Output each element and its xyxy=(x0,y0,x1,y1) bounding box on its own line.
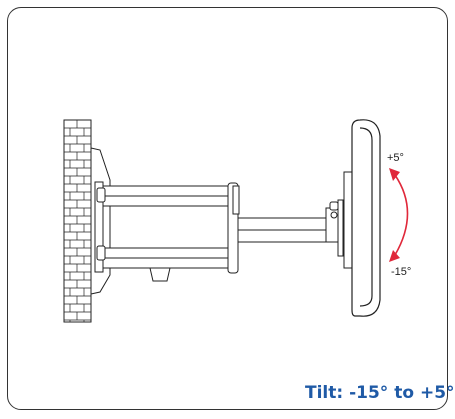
brick-wall-icon xyxy=(63,119,92,323)
tilt-up-label: +5° xyxy=(387,152,404,164)
tilt-bracket xyxy=(325,171,353,269)
articulating-arms xyxy=(96,182,240,282)
tv-screen xyxy=(351,119,381,317)
tilt-down-label: -15° xyxy=(391,266,412,278)
tilt-range-caption: Tilt: -15° to +5° xyxy=(305,383,455,403)
extension-arm xyxy=(237,217,331,243)
wall-plate xyxy=(90,147,111,295)
curved-double-arrow-icon xyxy=(389,168,409,262)
